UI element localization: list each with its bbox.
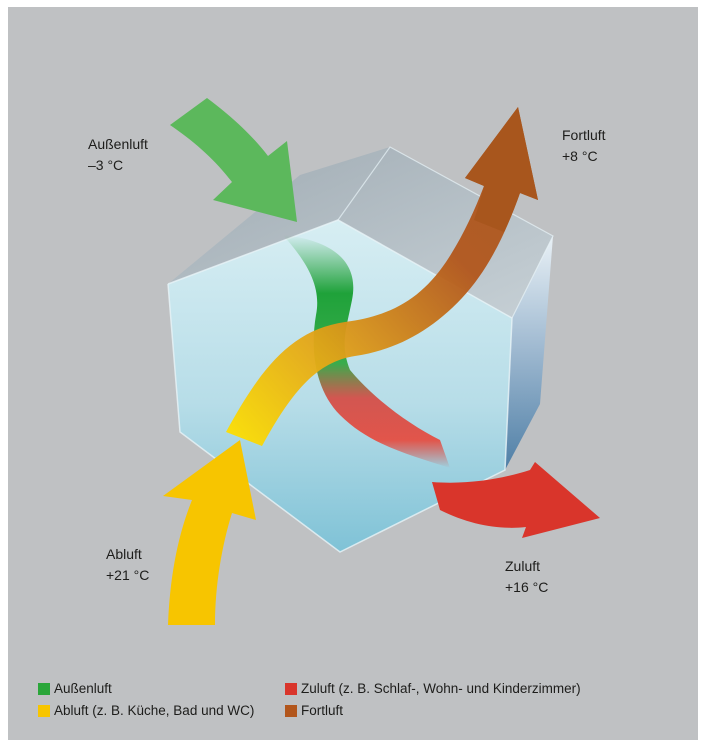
legend-item-fortluft: Fortluft: [285, 703, 343, 718]
fortluft-name-label: Fortluft: [562, 127, 606, 143]
legend-swatch: [285, 682, 297, 695]
legend-label: Abluft (z. B. Küche, Bad und WC): [54, 703, 255, 718]
zuluft-name-label: Zuluft: [505, 558, 541, 574]
fortluft-temp-label: +8 °C: [562, 148, 598, 164]
legend-item-abluft: Abluft (z. B. Küche, Bad und WC): [38, 703, 254, 718]
abluft-arrow: [163, 440, 256, 625]
legend-swatch: [285, 704, 297, 717]
zuluft-temp-label: +16 °C: [505, 579, 549, 595]
inner-aussenluft-zuluft-flow: [283, 235, 450, 468]
aussenluft-arrow: [170, 98, 297, 222]
legend-label: Fortluft: [301, 703, 344, 718]
inner-abluft-fortluft-flow: [226, 107, 538, 446]
abluft-name-label: Abluft: [106, 546, 142, 562]
fortluft-arrow: [465, 107, 538, 232]
abluft-temp-label: +21 °C: [106, 567, 150, 583]
legend-item-zuluft: Zuluft (z. B. Schlaf-, Wohn- und Kinderz…: [285, 681, 581, 696]
legend-item-aussenluft: Außenluft: [38, 681, 112, 696]
legend-swatch: [38, 704, 50, 717]
legend-swatch: [38, 682, 50, 695]
aussenluft-name-label: Außenluft: [88, 136, 148, 152]
legend-label: Außenluft: [54, 681, 112, 696]
aussenluft-temp-label: –3 °C: [88, 157, 124, 173]
cube-side-face: [505, 236, 553, 470]
legend-label: Zuluft (z. B. Schlaf-, Wohn- und Kinderz…: [301, 681, 581, 696]
zuluft-arrow: [432, 462, 600, 538]
